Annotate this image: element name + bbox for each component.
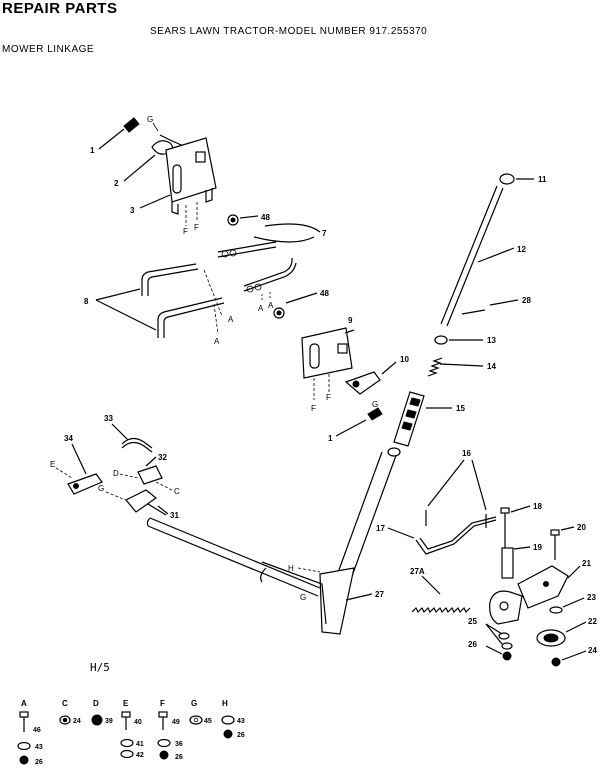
label-part-27a: 27A bbox=[410, 567, 425, 576]
part-9-bracket: 9 F F bbox=[301, 316, 355, 413]
label-part-18: 18 bbox=[533, 502, 542, 511]
part-14-spring: 14 bbox=[427, 357, 496, 377]
part-48-top-nut: 48 bbox=[227, 213, 270, 226]
label-part-9: 9 bbox=[348, 316, 353, 325]
hw-a-43: 43 bbox=[35, 744, 43, 751]
label-part-13: 13 bbox=[487, 336, 496, 345]
label-part-7: 7 bbox=[322, 229, 327, 238]
hw-ref-a-3: A bbox=[228, 315, 234, 324]
hw-e-42: 42 bbox=[136, 752, 144, 759]
hw-ref-d: D bbox=[113, 469, 119, 478]
part-1-top-clip: 1 bbox=[90, 117, 140, 155]
hw-h-43: 43 bbox=[237, 718, 245, 725]
part-16-17-arm: 16 17 bbox=[376, 449, 497, 555]
hw-ref-g-2: G bbox=[372, 400, 378, 409]
part-8-handles: 8 A A bbox=[84, 263, 234, 346]
label-part-20: 20 bbox=[577, 523, 586, 532]
hw-f-49: 49 bbox=[172, 719, 180, 726]
hw-key-f: F bbox=[160, 699, 165, 708]
part-27-lift-lever: 27 H G bbox=[260, 447, 401, 635]
part-31-cross-shaft: 31 bbox=[146, 503, 321, 597]
label-part-23: 23 bbox=[587, 593, 596, 602]
part-15-grip: 15 bbox=[393, 391, 465, 447]
part-27a-spring: 27A bbox=[410, 567, 471, 614]
part-11-knob: 11 bbox=[499, 173, 547, 185]
part-3-bracket: 3 F F bbox=[130, 137, 217, 236]
page-code: H/5 bbox=[90, 661, 110, 674]
hw-f-26: 26 bbox=[175, 754, 183, 761]
hardware-key: A 46 43 26 C 24 D 39 E 40 41 42 F 49 36 … bbox=[17, 699, 245, 766]
hw-a-46: 46 bbox=[33, 727, 41, 734]
label-part-3: 3 bbox=[130, 206, 135, 215]
label-part-22: 22 bbox=[588, 617, 597, 626]
label-part-32: 32 bbox=[158, 453, 167, 462]
hw-ref-g-3: G bbox=[300, 593, 306, 602]
part-1-lower-clip: 1 bbox=[328, 407, 383, 443]
part-18-26-pivot-assembly: 18 19 20 21 23 22 24 25 26 bbox=[468, 502, 597, 667]
label-part-12: 12 bbox=[517, 245, 526, 254]
label-part-33: 33 bbox=[104, 414, 113, 423]
label-part-11: 11 bbox=[538, 175, 547, 184]
hw-c-24: 24 bbox=[73, 718, 81, 725]
label-part-17: 17 bbox=[376, 524, 385, 533]
label-part-27: 27 bbox=[375, 590, 384, 599]
hw-ref-g-top: G bbox=[147, 115, 153, 124]
hw-ref-f-2: F bbox=[194, 223, 199, 232]
hw-key-h: H bbox=[222, 699, 228, 708]
hw-ref-h: H bbox=[288, 564, 294, 573]
hw-ref-a-4: A bbox=[214, 337, 220, 346]
page-title: REPAIR PARTS bbox=[2, 0, 118, 17]
hw-a-26: 26 bbox=[35, 759, 43, 766]
section-title: MOWER LINKAGE bbox=[2, 44, 95, 55]
hw-key-g: G bbox=[191, 699, 197, 708]
model-number-line: SEARS LAWN TRACTOR-MODEL NUMBER 917.2553… bbox=[150, 26, 428, 37]
label-part-48-lower: 48 bbox=[320, 289, 329, 298]
hw-ref-f-4: F bbox=[326, 393, 331, 402]
hw-key-e: E bbox=[123, 699, 129, 708]
part-10-lever: 10 G bbox=[344, 355, 409, 409]
label-part-31: 31 bbox=[170, 511, 179, 520]
label-part-15: 15 bbox=[456, 404, 465, 413]
label-part-28: 28 bbox=[522, 296, 531, 305]
hw-e-40: 40 bbox=[134, 719, 142, 726]
label-part-48-top: 48 bbox=[261, 213, 270, 222]
part-12-rod: 12 bbox=[440, 185, 526, 327]
label-part-19: 19 bbox=[533, 543, 542, 552]
hw-key-c: C bbox=[62, 699, 68, 708]
hw-ref-a-2: A bbox=[268, 301, 274, 310]
hw-ref-c: C bbox=[174, 487, 180, 496]
hw-d-39: 39 bbox=[105, 718, 113, 725]
label-part-8: 8 bbox=[84, 297, 89, 306]
hw-ref-e: E bbox=[50, 460, 55, 469]
label-part-14: 14 bbox=[487, 362, 496, 371]
part-13-washer: 13 bbox=[434, 335, 496, 345]
label-part-2: 2 bbox=[114, 179, 119, 188]
label-part-24: 24 bbox=[588, 646, 597, 655]
hw-ref-f-3: F bbox=[311, 404, 316, 413]
label-part-1-lower: 1 bbox=[328, 434, 333, 443]
hw-ref-a-1: A bbox=[258, 304, 264, 313]
label-part-26: 26 bbox=[468, 640, 477, 649]
hw-key-d: D bbox=[93, 699, 99, 708]
label-part-25: 25 bbox=[468, 617, 477, 626]
part-28-pin: 28 bbox=[461, 296, 531, 315]
hw-g-45: 45 bbox=[204, 718, 212, 725]
part-7-links: 7 A A bbox=[217, 223, 327, 313]
hw-key-a: A bbox=[21, 699, 27, 708]
hw-ref-f-1: F bbox=[183, 227, 188, 236]
label-part-16: 16 bbox=[462, 449, 471, 458]
part-32-34-levers: 33 32 D C G 34 E bbox=[50, 414, 180, 513]
hw-h-26: 26 bbox=[237, 732, 245, 739]
hw-e-41: 41 bbox=[136, 741, 144, 748]
part-48-lower-nut: 48 bbox=[273, 289, 329, 319]
hw-f-36: 36 bbox=[175, 741, 183, 748]
label-part-1-top: 1 bbox=[90, 146, 95, 155]
hw-ref-g-4: G bbox=[98, 484, 104, 493]
label-part-10: 10 bbox=[400, 355, 409, 364]
label-part-34: 34 bbox=[64, 434, 73, 443]
label-part-21: 21 bbox=[582, 559, 591, 568]
